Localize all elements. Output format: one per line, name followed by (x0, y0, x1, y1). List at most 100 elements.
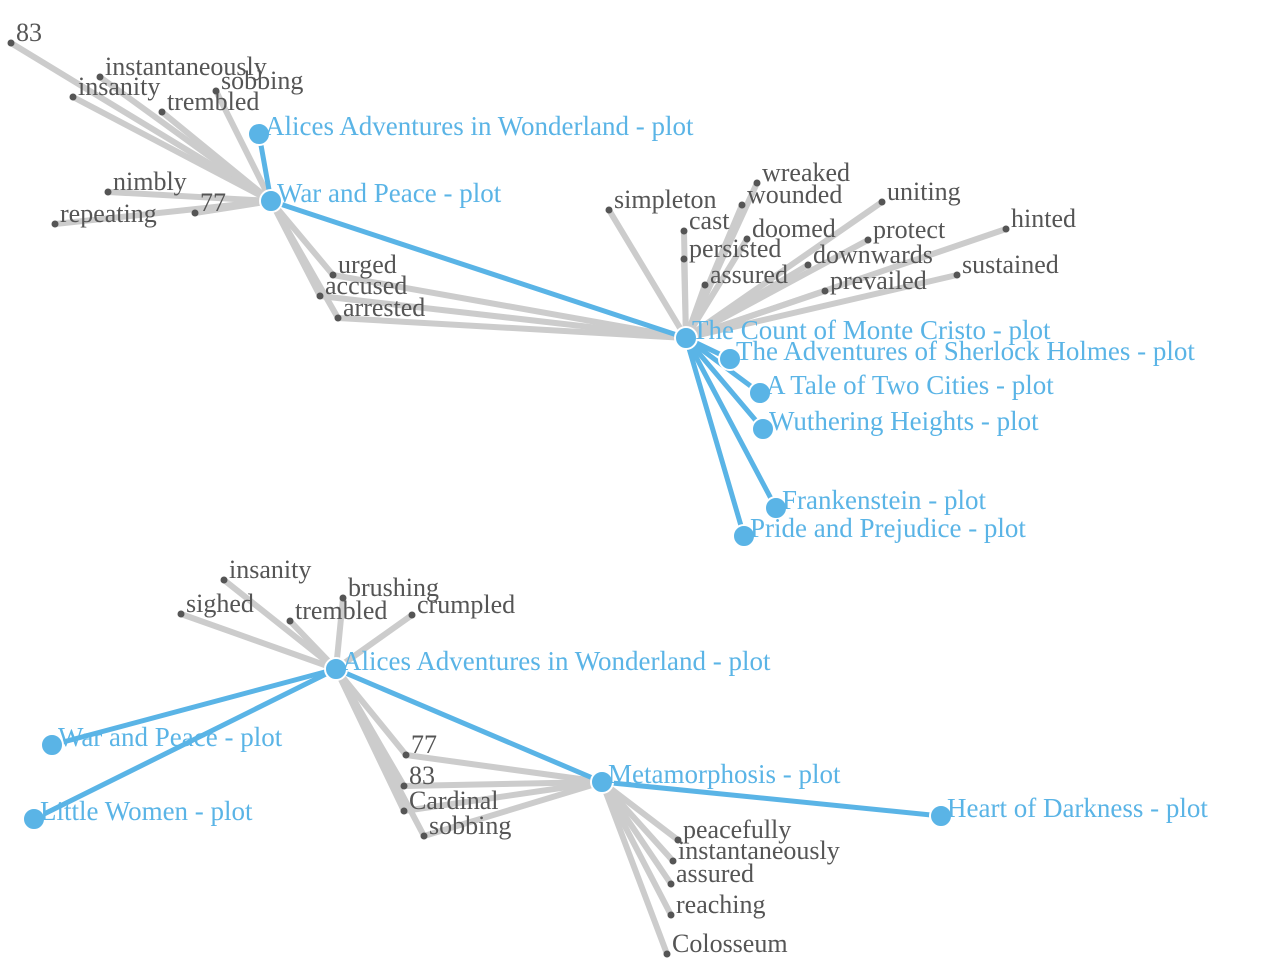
plot-node-frankenstein-plot[interactable]: Frankenstein - plot (764, 485, 986, 520)
word-node-downwards[interactable]: downwards (804, 240, 933, 269)
word-node-insanity[interactable]: insanity (69, 72, 161, 101)
graph-edge-the-count-of-monte-cristo-plot-to-doomed (683, 236, 750, 341)
word-node-trembled[interactable]: trembled (286, 596, 388, 625)
plot-node-the-count-of-monte-cristo-plot[interactable]: The Count of Monte Cristo - plot (674, 315, 1051, 350)
word-node-colosseum[interactable]: Colosseum (663, 929, 788, 958)
word-node-wounded[interactable]: wounded (738, 180, 843, 209)
word-node-simpleton[interactable]: simpleton (605, 185, 717, 214)
word-node-crumpled[interactable]: crumpled (408, 590, 516, 619)
word-node-marker (334, 314, 342, 322)
word-node-marker (804, 261, 812, 269)
word-node-accused[interactable]: accused (316, 271, 408, 300)
word-node-doomed[interactable]: doomed (743, 214, 836, 243)
plot-node-marker (259, 189, 283, 213)
word-node-label: doomed (752, 214, 836, 243)
word-node-sighed[interactable]: sighed (177, 589, 254, 618)
graph-edge-war-and-peace-plot-to-trembled (159, 109, 274, 204)
word-node-arrested[interactable]: arrested (334, 293, 426, 322)
plot-node-marker (324, 657, 348, 681)
word-node-77[interactable]: 77 (402, 730, 438, 759)
graph-edge-the-count-of-monte-cristo-plot-to-arrested (335, 315, 689, 341)
word-node-label: 83 (409, 761, 435, 790)
plot-node-war-and-peace-plot[interactable]: War and Peace - plot (259, 178, 502, 213)
word-node-trembled[interactable]: trembled (158, 87, 260, 116)
word-node-instantaneously[interactable]: instantaneously (96, 52, 267, 81)
word-node-brushing[interactable]: brushing (339, 573, 440, 602)
plot-node-marker (22, 807, 46, 831)
word-node-prevailed[interactable]: prevailed (821, 266, 927, 295)
word-node-label: downwards (813, 240, 933, 269)
word-node-label: 77 (200, 188, 226, 217)
plot-node-label: The Adventures of Sherlock Holmes - plot (736, 336, 1195, 366)
graph-edge-metamorphosis-plot-to-83 (401, 779, 605, 789)
word-node-83[interactable]: 83 (400, 761, 436, 790)
word-node-label: brushing (348, 573, 439, 602)
word-node-label: instantaneously (678, 836, 840, 865)
word-node-sobbing[interactable]: sobbing (212, 66, 304, 95)
word-node-marker (738, 201, 746, 209)
word-node-insanity[interactable]: insanity (220, 555, 312, 584)
plot-node-label: Heart of Darkness - plot (947, 793, 1208, 823)
word-node-assured[interactable]: assured (667, 859, 754, 888)
plot-node-marker (674, 326, 698, 350)
word-node-label: simpleton (614, 185, 717, 214)
word-node-label: insanity (78, 72, 160, 101)
word-node-marker (191, 209, 199, 217)
word-node-marker (1002, 225, 1010, 233)
word-node-label: Colosseum (672, 929, 788, 958)
word-node-cardinal[interactable]: Cardinal (400, 786, 499, 815)
word-node-label: repeating (60, 199, 157, 228)
plot-node-label: Little Women - plot (40, 796, 253, 826)
plot-node-label: Pride and Prejudice - plot (750, 513, 1026, 543)
word-node-label: reaching (676, 890, 766, 919)
graph-edge-metamorphosis-plot-to-cardinal (401, 779, 605, 814)
word-node-reaching[interactable]: reaching (667, 890, 766, 919)
word-node-hinted[interactable]: hinted (1002, 204, 1077, 233)
word-node-repeating[interactable]: repeating (51, 199, 157, 228)
plot-node-little-women-plot[interactable]: Little Women - plot (22, 796, 253, 831)
plot-node-the-adventures-of-sherlock-holmes-plot[interactable]: The Adventures of Sherlock Holmes - plot (718, 336, 1195, 371)
word-node-marker (663, 950, 671, 958)
word-node-77[interactable]: 77 (191, 188, 227, 217)
word-node-marker (51, 220, 59, 228)
word-node-marker (402, 751, 410, 759)
graph-edge-the-count-of-monte-cristo-plot-to-frankenstein-plot (683, 335, 779, 511)
plot-node-marker (718, 347, 742, 371)
word-node-protect[interactable]: protect (864, 215, 946, 244)
word-node-label: accused (325, 271, 407, 300)
word-node-label: insanity (229, 555, 311, 584)
plot-node-a-tale-of-two-cities-plot[interactable]: A Tale of Two Cities - plot (748, 370, 1054, 405)
word-node-peacefully[interactable]: peacefully (674, 815, 792, 844)
graph-edge-alices-adventures-in-wonderland-plot-to-metamorphosis-plot (333, 666, 605, 785)
plot-node-metamorphosis-plot[interactable]: Metamorphosis - plot (590, 759, 841, 794)
word-node-label: persisted (689, 234, 781, 263)
word-node-label: prevailed (830, 266, 927, 295)
word-node-persisted[interactable]: persisted (680, 234, 782, 263)
graph-edge-metamorphosis-plot-to-sobbing (421, 779, 605, 839)
plot-node-alices-adventures-in-wonderland-plot[interactable]: Alices Adventures in Wonderland - plot (324, 646, 771, 681)
plot-node-label: Wuthering Heights - plot (769, 406, 1039, 436)
word-node-urged[interactable]: urged (329, 250, 397, 279)
plot-node-marker (764, 496, 788, 520)
word-node-marker (400, 782, 408, 790)
plot-node-pride-and-prejudice-plot[interactable]: Pride and Prejudice - plot (732, 513, 1026, 548)
word-node-sustained[interactable]: sustained (953, 250, 1059, 279)
word-node-assured[interactable]: assured (701, 260, 788, 289)
word-node-uniting[interactable]: uniting (878, 177, 961, 206)
word-node-label: protect (873, 215, 946, 244)
plot-node-wuthering-heights-plot[interactable]: Wuthering Heights - plot (751, 406, 1039, 441)
word-node-83[interactable]: 83 (7, 18, 43, 47)
graph-edge-metamorphosis-plot-to-heart-of-darkness-plot (599, 779, 944, 819)
word-node-sobbing[interactable]: sobbing (420, 811, 512, 840)
word-node-label: crumpled (417, 590, 515, 619)
word-node-label: wreaked (762, 158, 850, 187)
plot-node-heart-of-darkness-plot[interactable]: Heart of Darkness - plot (929, 793, 1208, 828)
word-node-wreaked[interactable]: wreaked (753, 158, 851, 187)
word-node-marker (953, 271, 961, 279)
plot-node-marker (748, 381, 772, 405)
word-node-cast[interactable]: cast (680, 206, 731, 235)
plot-node-war-and-peace-plot[interactable]: War and Peace - plot (40, 722, 283, 757)
word-node-instantaneously[interactable]: instantaneously (669, 836, 840, 865)
plot-node-alices-adventures-in-wonderland-plot[interactable]: Alices Adventures in Wonderland - plot (247, 111, 694, 146)
word-node-nimbly[interactable]: nimbly (104, 167, 187, 196)
